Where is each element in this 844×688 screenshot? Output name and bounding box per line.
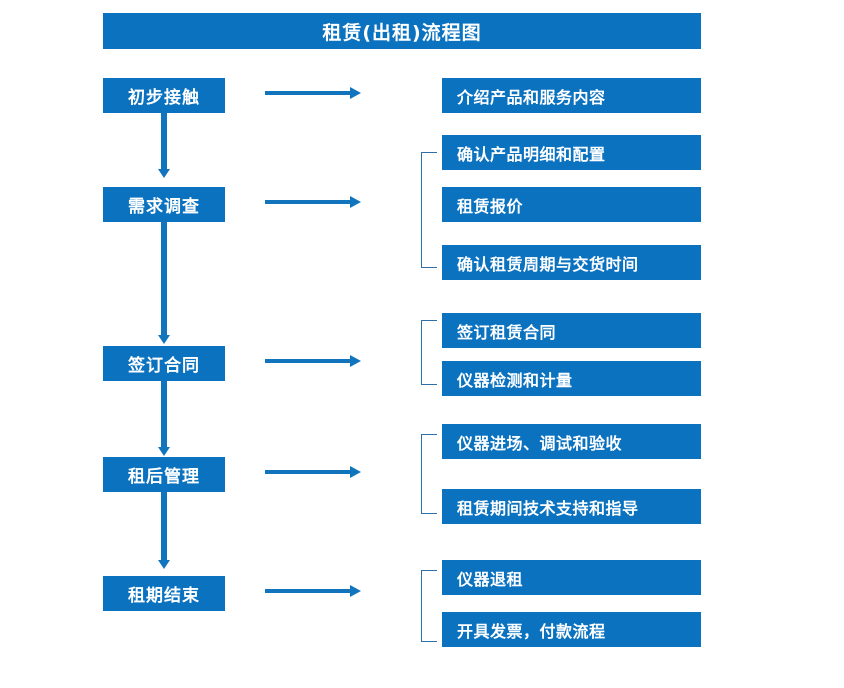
detail-box-租赁报价[interactable]: 租赁报价 <box>442 187 701 222</box>
arrow-head <box>350 355 361 367</box>
detail-box-开具发票付款流程[interactable]: 开具发票，付款流程 <box>442 612 701 647</box>
arrow-head <box>158 169 170 178</box>
stage-box-初步接触[interactable]: 初步接触 <box>103 78 225 113</box>
detail-box-介绍产品和服务内容[interactable]: 介绍产品和服务内容 <box>442 78 701 113</box>
detail-box-确认产品明细和配置[interactable]: 确认产品明细和配置 <box>442 135 701 170</box>
arrow-shaft <box>161 222 167 335</box>
right-arrow-icon-stage-3 <box>265 355 361 367</box>
right-arrow-icon-stage-1 <box>265 87 361 99</box>
right-arrow-icon-stage-2 <box>265 196 361 208</box>
detail-box-签订租赁合同[interactable]: 签订租赁合同 <box>442 313 701 348</box>
detail-box-仪器退租[interactable]: 仪器退租 <box>442 560 701 595</box>
stage-box-租后管理[interactable]: 租后管理 <box>103 457 225 492</box>
arrow-shaft <box>265 359 351 363</box>
detail-box-仪器进场调试和验收[interactable]: 仪器进场、调试和验收 <box>442 424 701 459</box>
arrow-shaft <box>265 91 351 95</box>
down-arrow-icon-2 <box>158 222 170 344</box>
detail-box-确认租赁周期与交货时间[interactable]: 确认租赁周期与交货时间 <box>442 245 701 280</box>
arrow-head <box>158 335 170 344</box>
group-bracket-stage-5 <box>421 570 437 642</box>
stage-box-需求调查[interactable]: 需求调查 <box>103 187 225 222</box>
arrow-head <box>350 87 361 99</box>
down-arrow-icon-4 <box>158 492 170 569</box>
stage-box-租期结束[interactable]: 租期结束 <box>103 576 225 611</box>
arrow-head <box>158 560 170 569</box>
right-arrow-icon-stage-4 <box>265 466 361 478</box>
group-bracket-stage-3 <box>421 320 437 385</box>
arrow-head <box>158 447 170 456</box>
arrow-shaft <box>161 113 167 169</box>
group-bracket-stage-2 <box>421 152 437 268</box>
arrow-head <box>350 466 361 478</box>
group-bracket-stage-4 <box>421 434 437 514</box>
page-title: 租赁(出租)流程图 <box>103 13 701 49</box>
down-arrow-icon-1 <box>158 113 170 178</box>
stage-box-签订合同[interactable]: 签订合同 <box>103 346 225 381</box>
arrow-shaft <box>265 470 351 474</box>
arrow-shaft <box>161 381 167 447</box>
arrow-head <box>350 196 361 208</box>
detail-box-租赁期间技术支持和指导[interactable]: 租赁期间技术支持和指导 <box>442 489 701 524</box>
arrow-shaft <box>265 589 351 593</box>
right-arrow-icon-stage-5 <box>265 585 361 597</box>
arrow-head <box>350 585 361 597</box>
arrow-shaft <box>161 492 167 560</box>
down-arrow-icon-3 <box>158 381 170 456</box>
arrow-shaft <box>265 200 351 204</box>
detail-box-仪器检测和计量[interactable]: 仪器检测和计量 <box>442 361 701 396</box>
